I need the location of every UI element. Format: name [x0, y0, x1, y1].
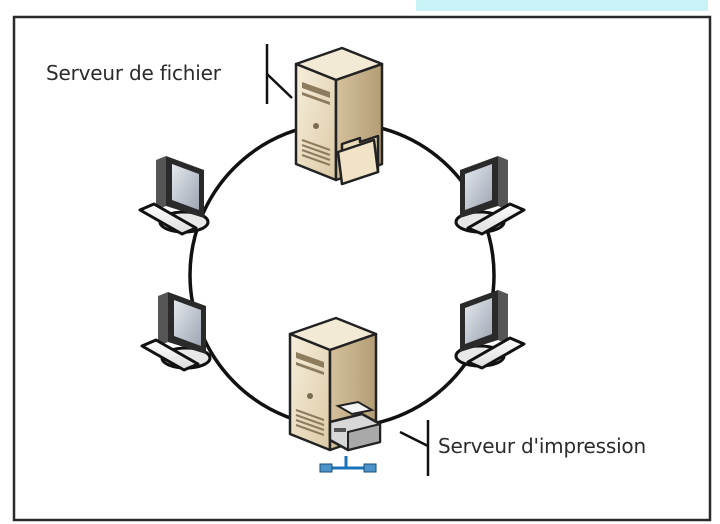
- print-server-callout-line: [399, 420, 430, 476]
- file-server-callout-line: [265, 44, 293, 104]
- top-accent-bar: [416, 0, 708, 11]
- file-server-label: Serveur de fichier: [46, 61, 221, 85]
- workstation-top-left-icon: [138, 154, 210, 236]
- print-server-label: Serveur d'impression: [438, 434, 646, 458]
- workstation-top-right-icon: [454, 154, 526, 236]
- workstation-bottom-right-icon: [454, 288, 526, 370]
- file-server-icon: [294, 46, 384, 186]
- workstation-bottom-left-icon: [140, 290, 212, 372]
- diagram-frame: [12, 15, 712, 522]
- print-server-icon: [288, 316, 382, 473]
